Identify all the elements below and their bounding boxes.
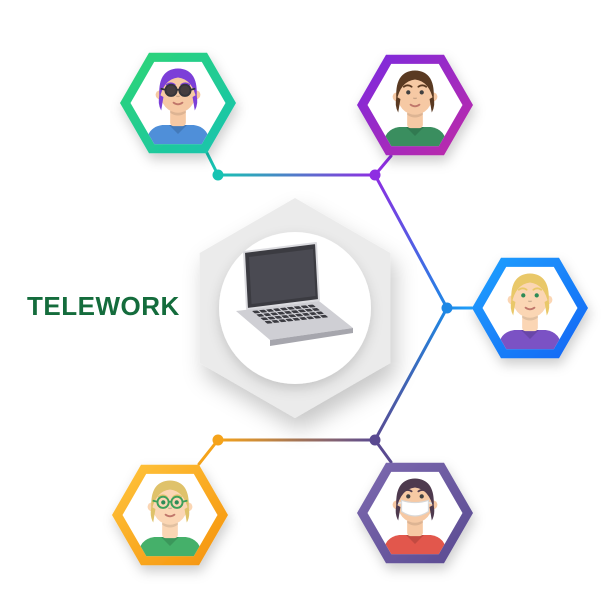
connector-layer: [197, 151, 474, 466]
junction-dot: [369, 169, 381, 181]
center-layer: [199, 198, 391, 418]
avatar-worker-right: [498, 273, 562, 350]
member-node-worker-bottom-right: [357, 462, 473, 564]
junction-dot: [212, 169, 224, 181]
node-layer: [112, 52, 588, 566]
member-node-worker-bottom-left: [112, 464, 228, 566]
connector-lower-right-diagonal: [373, 306, 449, 442]
laptop-keyboard: [252, 304, 328, 324]
member-node-worker-top-left: [120, 52, 236, 154]
connector-upper-right-diagonal: [373, 173, 449, 310]
avatar-worker-bottom-left: [138, 480, 202, 557]
avatar-worker-bottom-right: [383, 478, 447, 555]
laptop-icon: [236, 242, 353, 346]
junction-dot: [212, 434, 224, 446]
avatar-worker-top-left: [146, 68, 210, 145]
member-node-worker-top-right: [357, 54, 473, 156]
junction-dot: [369, 434, 381, 446]
junction-dot: [441, 302, 453, 314]
avatar-worker-top-right: [383, 70, 447, 147]
title: TELEWORK: [27, 291, 180, 321]
member-node-worker-right: [472, 257, 588, 359]
